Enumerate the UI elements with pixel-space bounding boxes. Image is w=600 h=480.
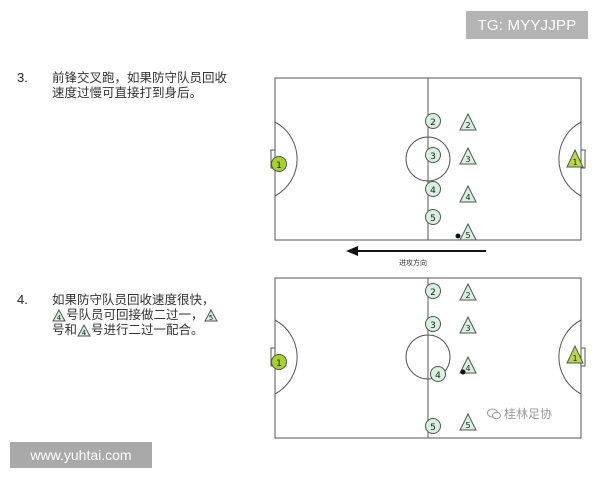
svg-text:3: 3 (465, 155, 470, 164)
player-circle-1: 1 (271, 354, 287, 370)
player-4-triangle-icon: 4 (52, 309, 66, 322)
left-penalty-arc (274, 121, 298, 197)
player-circle-3: 3 (425, 316, 441, 332)
attack-direction-caption: 进攻方向 (399, 259, 427, 267)
svg-text:2: 2 (430, 118, 436, 128)
ball-icon (455, 233, 461, 239)
svg-text:4: 4 (82, 329, 87, 337)
player-circle-3: 3 (425, 147, 441, 163)
club-watermark: 桂林足协 (487, 405, 552, 422)
ball-icon (460, 369, 466, 375)
svg-text:5: 5 (465, 421, 470, 430)
site-watermark: www.yuhtai.com (10, 442, 152, 468)
svg-text:3: 3 (430, 152, 436, 162)
player-circle-2: 2 (425, 113, 441, 129)
centre-circle (405, 334, 451, 380)
svg-text:5: 5 (430, 423, 436, 433)
player-circle-1: 1 (271, 156, 287, 172)
player-circle-2: 2 (425, 283, 441, 299)
item-4-number: 4. (17, 292, 28, 307)
player-circle-4: 4 (425, 181, 441, 197)
svg-text:1: 1 (572, 158, 577, 167)
player-triangle-5: 5 (459, 412, 477, 431)
svg-text:4: 4 (465, 364, 470, 373)
player-circle-5: 5 (425, 418, 441, 434)
attack-direction-arrow (346, 246, 486, 256)
right-penalty-arc (558, 121, 582, 197)
pitch-diagram-2: 1 2 3 4 5 1 2 3 (270, 277, 586, 439)
wechat-icon (487, 408, 501, 419)
player-triangle-3: 3 (459, 146, 477, 165)
svg-text:5: 5 (208, 314, 212, 322)
player-triangle-2: 2 (459, 282, 477, 301)
svg-text:3: 3 (430, 321, 436, 331)
svg-text:1: 1 (572, 354, 577, 363)
right-goal (580, 347, 586, 367)
player-triangle-1: 1 (566, 148, 584, 168)
svg-text:4: 4 (435, 371, 441, 381)
player-triangle-4: 4 (459, 184, 477, 203)
svg-text:4: 4 (57, 314, 62, 322)
tg-badge: TG: MYYJJPP (466, 11, 588, 39)
item-4-text-part-4: 号进行二过一配合。 (91, 322, 204, 337)
svg-text:5: 5 (465, 231, 470, 240)
player-5-triangle-icon: 5 (203, 309, 218, 322)
club-watermark-text: 桂林足协 (504, 407, 553, 421)
item-4-text-part-2: 号队员可回接做二过一， (66, 307, 204, 322)
item-3-text: 前锋交叉跑，如果防守队员回收速度过慢可直接打到身后。 (52, 70, 228, 100)
player-triangle-2: 2 (459, 112, 477, 131)
player-circle-4: 4 (430, 366, 446, 382)
item-4-text-part-3: 号和 (52, 322, 78, 337)
svg-text:1: 1 (276, 161, 282, 171)
item-4-text-part-1: 如果防守队员回收速度很快， (52, 292, 215, 307)
svg-text:4: 4 (430, 186, 436, 196)
svg-text:1: 1 (276, 359, 282, 369)
right-penalty-arc (558, 319, 582, 395)
player-triangle-4: 4 (459, 355, 477, 374)
player-triangle-3: 3 (459, 315, 477, 334)
player-4-triangle-icon: 4 (77, 324, 91, 337)
player-triangle-5: 5 (459, 222, 477, 241)
left-penalty-arc (274, 319, 298, 395)
svg-text:3: 3 (465, 324, 470, 333)
centre-circle (405, 136, 451, 182)
svg-text:2: 2 (465, 291, 470, 300)
svg-text:2: 2 (465, 121, 470, 130)
svg-text:2: 2 (430, 288, 436, 298)
player-triangle-1: 1 (566, 344, 584, 364)
svg-text:4: 4 (465, 193, 470, 202)
pitch-diagram-1: 1 2 3 4 5 1 2 3 (270, 77, 586, 256)
player-circle-5: 5 (425, 209, 441, 225)
item-3-number: 3. (17, 70, 28, 85)
svg-text:5: 5 (430, 214, 436, 224)
right-goal (580, 149, 586, 169)
